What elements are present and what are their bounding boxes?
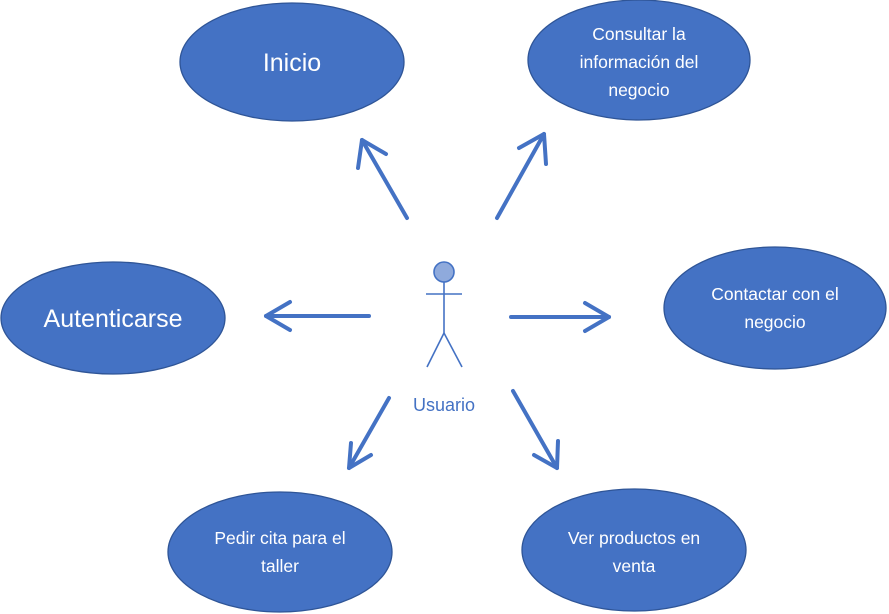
actor-head [433, 261, 455, 283]
use-case-pedir-cita-label-line-2: taller [261, 556, 299, 576]
use-case-inicio: Inicio [179, 2, 405, 122]
use-case-consultar-label-line-2: información del [580, 52, 699, 72]
use-case-ver-productos-label-line-1: Ver productos en [568, 528, 700, 548]
use-case-contactar-label-line-2: negocio [744, 312, 805, 332]
use-case-pedir-cita-ellipse [167, 491, 393, 613]
use-case-ver-productos-ellipse [521, 488, 747, 612]
use-case-consultar: Consultar la información del negocio [527, 0, 751, 121]
use-case-consultar-label-line-3: negocio [608, 80, 669, 100]
arrow-to-autenticarse [264, 300, 371, 332]
use-case-autenticarse-ellipse [0, 261, 226, 375]
arrow-to-pedir-cita-head [347, 441, 373, 470]
use-case-inicio-ellipse [179, 2, 405, 122]
arrow-to-contactar-head [583, 301, 611, 333]
arrow-to-consultar [495, 132, 548, 220]
arrow-to-inicio [356, 138, 409, 220]
use-case-contactar: Contactar con el negocio [663, 246, 887, 370]
use-case-contactar-label-line-1: Contactar con el [711, 284, 838, 304]
arrow-to-ver-productos-head [532, 439, 560, 470]
arrow-to-inicio-shaft [360, 138, 409, 220]
actor-label: Usuario [413, 395, 475, 415]
use-case-consultar-label-line-1: Consultar la [592, 24, 686, 44]
use-case-ver-productos: Ver productos en venta [521, 488, 747, 612]
arrow-to-ver-productos-shaft [511, 389, 559, 470]
arrow-to-consultar-shaft [495, 132, 546, 220]
actor-left-leg [426, 332, 445, 368]
use-case-pedir-cita: Pedir cita para el taller [167, 491, 393, 613]
arrow-to-pedir-cita [347, 396, 391, 470]
arrow-to-contactar [509, 301, 611, 333]
actor-usuario: Usuario [413, 261, 475, 415]
arrow-to-pedir-cita-shaft [347, 396, 391, 470]
use-case-consultar-ellipse [527, 0, 751, 121]
arrow-to-consultar-head [517, 132, 548, 166]
use-case-inicio-label: Inicio [263, 49, 321, 77]
arrow-to-ver-productos [511, 389, 560, 470]
arrow-to-autenticarse-head [264, 300, 292, 332]
arrow-to-inicio-head [356, 138, 388, 170]
use-case-autenticarse: Autenticarse [0, 261, 226, 375]
use-case-autenticarse-label: Autenticarse [44, 305, 183, 333]
use-case-contactar-ellipse [663, 246, 887, 370]
use-case-pedir-cita-label-line-1: Pedir cita para el [214, 528, 345, 548]
use-case-ver-productos-label-line-2: venta [613, 556, 656, 576]
actor-right-leg [443, 332, 463, 368]
